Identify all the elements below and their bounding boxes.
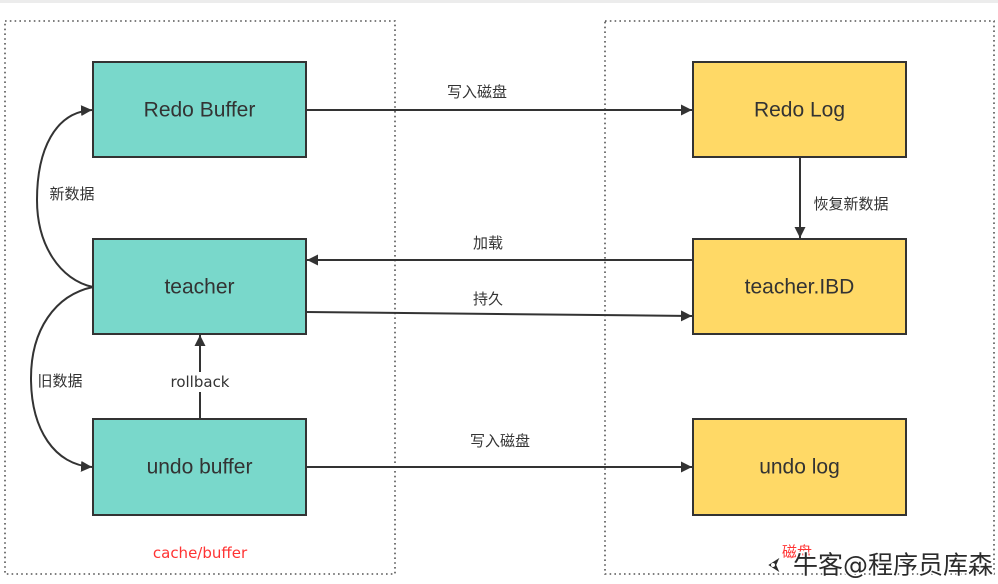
node-teacher-label: teacher (164, 276, 234, 299)
node-undo-buffer: undo buffer (92, 418, 307, 516)
edge-undo-buffer-to-teacher-label: rollback (171, 373, 230, 391)
edge-undo-buffer-to-teacher: rollback (168, 335, 232, 419)
watermark: 牛客@程序员库森 (766, 549, 995, 581)
node-teacher-ibd-label: teacher.IBD (745, 276, 855, 299)
edge-teacher-to-undo-buffer-curve (29, 286, 94, 472)
edge-teacher-to-undo-buffer: 旧数据 (29, 286, 94, 472)
edge-redo-log-to-teacher-ibd-label: 恢复新数据 (813, 195, 888, 213)
node-redo-log-label: Redo Log (754, 99, 845, 122)
memory-region (4, 20, 396, 575)
node-teacher: teacher (92, 238, 307, 335)
node-redo-buffer-box (92, 61, 307, 158)
edge-undo-buffer-to-undo-log: 写入磁盘 (306, 432, 692, 473)
edge-redo-buffer-to-redo-log-label: 写入磁盘 (447, 83, 507, 101)
node-teacher-ibd-box (692, 238, 907, 335)
edge-teacher-to-redo-buffer-label: 新数据 (49, 185, 94, 203)
memory-region-label: cache/buffer (153, 544, 248, 562)
node-redo-log: Redo Log (692, 61, 907, 158)
node-undo-buffer-box (92, 418, 307, 516)
edge-teacher-to-redo-buffer-curve (35, 105, 94, 288)
node-undo-log-box (692, 418, 907, 516)
edge-teacher-ibd-to-teacher-label: 加载 (473, 234, 503, 252)
edge-teacher-to-teacher-ibd-arrow (305, 310, 693, 322)
edge-redo-buffer-to-redo-log: 写入磁盘 (306, 83, 692, 116)
edge-undo-buffer-to-undo-log-label: 写入磁盘 (470, 432, 530, 450)
disk-region-label: 磁盘 (782, 543, 812, 561)
edge-teacher-ibd-to-teacher: 加载 (307, 234, 693, 266)
edge-redo-log-to-teacher-ibd: 恢复新数据 (794, 157, 889, 238)
nowcoder-logo-icon (766, 555, 782, 575)
edge-teacher-to-redo-buffer: 新数据 (35, 105, 95, 288)
node-redo-log-box (692, 61, 907, 158)
top-edge-shade (0, 0, 998, 3)
edge-teacher-to-teacher-ibd-label: 持久 (473, 290, 503, 308)
node-teacher-ibd: teacher.IBD (692, 238, 907, 335)
node-undo-log-label: undo log (759, 456, 840, 479)
node-redo-buffer-label: Redo Buffer (144, 99, 256, 122)
node-redo-buffer: Redo Buffer (92, 61, 307, 158)
edge-teacher-to-undo-buffer-label: 旧数据 (37, 372, 82, 390)
edge-teacher-to-teacher-ibd: 持久 (305, 290, 693, 322)
watermark-text: 牛客@程序员库森 (793, 551, 993, 580)
rollback-label-background (168, 372, 232, 392)
node-undo-log: undo log (692, 418, 907, 516)
node-undo-buffer-label: undo buffer (147, 456, 253, 479)
